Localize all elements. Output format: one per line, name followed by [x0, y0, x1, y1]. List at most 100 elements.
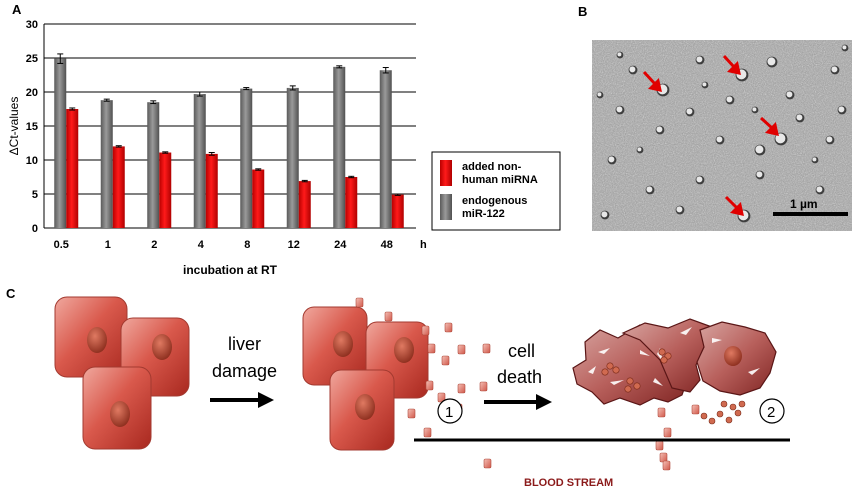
x-tick-label: 48: [381, 239, 393, 251]
bar-added-4: [252, 169, 265, 228]
vesicle: [816, 186, 823, 193]
dying-cells: [572, 318, 777, 406]
bar-added-3: [205, 153, 218, 228]
vesicle: [629, 66, 636, 73]
marker-2: [759, 398, 785, 424]
y-tick-label: 5: [32, 189, 38, 201]
mirna-fragment: [427, 343, 436, 354]
mirna-fragment: [659, 452, 668, 463]
mirna-fragment: [423, 427, 432, 438]
legend-label: added non-: [462, 161, 522, 173]
mirna-fragment: [355, 297, 364, 308]
vesicle: [676, 206, 683, 213]
mirna-fragment: [655, 440, 664, 451]
vesicle: [716, 136, 723, 143]
vesicle: [812, 157, 817, 162]
y-tick-label: 0: [32, 223, 38, 235]
vesicle: [767, 57, 776, 66]
vesicle: [838, 106, 845, 113]
x-tick-label: 8: [244, 239, 250, 251]
vesicle: [775, 133, 786, 144]
cell-label: cell: [508, 341, 535, 361]
vesicle: [755, 145, 764, 154]
panel-label-a: A: [12, 2, 22, 17]
vesicle: [597, 92, 602, 97]
bar-endogenous-2: [147, 102, 160, 228]
mirna-fragment: [663, 427, 672, 438]
damaged-cells: [302, 306, 429, 451]
x-tick-label: 2: [151, 239, 157, 251]
vesicle: [831, 66, 838, 73]
vesicle: [617, 52, 622, 57]
mirna-fragment: [457, 383, 466, 394]
bar-added-0: [66, 109, 79, 228]
micrograph: 1 µm: [592, 40, 852, 231]
y-tick-label: 30: [26, 19, 38, 31]
mirna-fragment: [421, 325, 430, 336]
mirna-fragment: [407, 408, 416, 419]
marker-1: [437, 398, 463, 424]
bar-added-2: [159, 152, 172, 228]
legend-swatch-added: [440, 160, 452, 186]
x-tick-label: 24: [334, 239, 347, 251]
bar-added-5: [298, 181, 311, 228]
vesicle: [616, 106, 623, 113]
legend-box: [431, 151, 561, 231]
mirna-fragment: [662, 460, 671, 471]
mirna-fragment: [457, 344, 466, 355]
blood-stream-label: BLOOD STREAM: [524, 477, 613, 489]
panel-label-b: B: [578, 4, 587, 19]
legend-label: endogenous: [462, 195, 527, 207]
x-tick-label: 12: [288, 239, 300, 251]
bar-endogenous-1: [100, 100, 113, 228]
vesicle: [608, 156, 615, 163]
vesicle: [696, 176, 703, 183]
damage-label: damage: [212, 361, 277, 381]
vesicle: [752, 107, 757, 112]
healthy-cells: [54, 296, 190, 450]
liver-label: liver: [228, 334, 261, 354]
death-label: death: [497, 367, 542, 387]
mirna-fragment: [483, 458, 492, 469]
y-tick-label: 10: [26, 155, 38, 167]
vesicle: [756, 171, 763, 178]
bar-added-6: [345, 177, 358, 228]
y-axis-title: ΔCt-values: [7, 97, 21, 156]
mirna-fragment: [482, 343, 491, 354]
legend-label: human miRNA: [462, 174, 538, 186]
legend-swatch-endogenous: [440, 194, 452, 220]
marker-1-label: 1: [445, 404, 453, 421]
red-arrows: [642, 54, 779, 216]
vesicle: [826, 136, 833, 143]
released-vesicles: [700, 400, 746, 425]
x-unit-label: h: [420, 239, 427, 251]
x-tick-label: 0.5: [54, 239, 69, 251]
mirna-fragment: [479, 381, 488, 392]
mirna-fragment: [384, 311, 393, 322]
bar-endogenous-7: [379, 70, 392, 229]
mirna-fragment: [691, 404, 700, 415]
bar-added-7: [391, 194, 404, 228]
bar-endogenous-4: [240, 88, 253, 228]
vesicle: [637, 147, 642, 152]
vesicle: [686, 108, 693, 115]
mirna-fragment: [441, 355, 450, 366]
y-tick-label: 20: [26, 87, 38, 99]
mirna-fragment: [444, 322, 453, 333]
x-tick-label: 4: [198, 239, 205, 251]
legend-label: miR-122: [462, 208, 505, 220]
bar-added-1: [112, 146, 125, 228]
vesicle: [726, 96, 733, 103]
bar-endogenous-6: [333, 66, 346, 228]
vesicle: [796, 114, 803, 121]
x-axis-title: incubation at RT: [183, 263, 278, 277]
panel-label-c: C: [6, 286, 16, 301]
vesicle: [656, 126, 663, 133]
vesicles: [596, 44, 849, 223]
vesicle: [786, 91, 793, 98]
vesicle: [601, 211, 608, 218]
y-tick-label: 15: [26, 121, 38, 133]
vesicle: [646, 186, 653, 193]
